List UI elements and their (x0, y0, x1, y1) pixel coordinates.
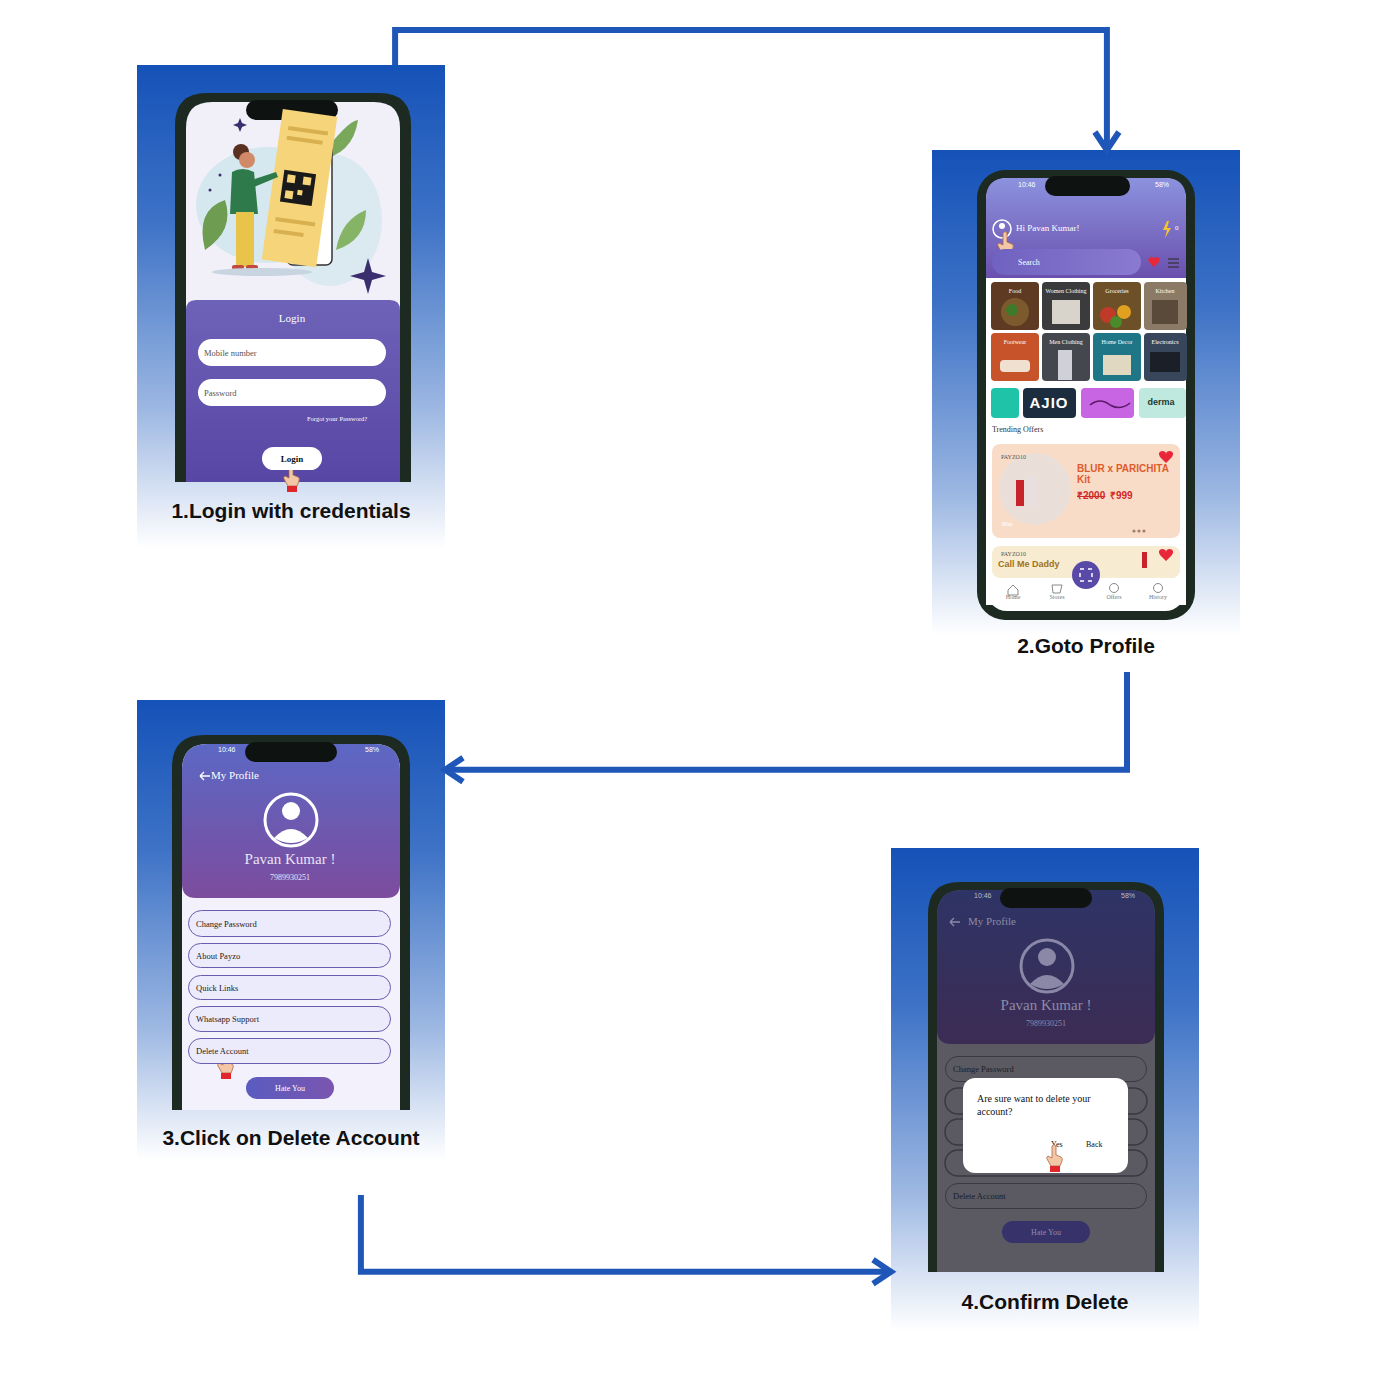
input-field: Password (198, 379, 386, 406)
screen-text: Pavan Kumar ! (245, 852, 336, 868)
button-text: Search (1018, 258, 1040, 267)
step-caption: 2.Goto Profile (932, 634, 1240, 658)
menu-item: Whatsapp Support (188, 1006, 391, 1032)
action-button: Hate You (1002, 1221, 1090, 1243)
button-text: About Payzo (196, 951, 240, 961)
input-field: Mobile number (198, 339, 386, 366)
screen-text: Electronics (1144, 339, 1186, 345)
screen-text: ₹999 (1110, 491, 1133, 502)
screen-text: Groceries (1094, 288, 1140, 294)
step-caption: 3.Click on Delete Account (137, 1126, 445, 1150)
dialog-button: Back (1086, 1140, 1102, 1150)
search-bar: Search (992, 249, 1141, 275)
screen-text: History (1149, 594, 1167, 600)
step-panel: 1.Login with credentials Mobile numberPas… (137, 65, 445, 585)
button-text: Hate You (1031, 1228, 1061, 1237)
screen-text: Hi Pavan Kumar! (1016, 224, 1079, 233)
menu-item: Delete Account (945, 1183, 1147, 1209)
flow-arrow (445, 672, 1127, 770)
screen-text: Footwear (992, 339, 1038, 345)
step-panel: 3.Click on Delete Account Change Password… (137, 700, 445, 1195)
step-caption: 1.Login with credentials (137, 499, 445, 523)
button-text: Whatsapp Support (196, 1014, 259, 1024)
screen-text: PAYZO10 (1001, 551, 1026, 557)
screen-text: derma (1147, 398, 1174, 407)
screen-text: Kitchen (1144, 288, 1186, 294)
button-text: Mobile number (204, 348, 257, 358)
button-text: Delete Account (953, 1191, 1006, 1201)
screen-text: Men Clothing (1043, 339, 1089, 345)
screen-text: Home Decor (1094, 339, 1140, 345)
menu-item: About Payzo (188, 943, 391, 968)
step-caption: 4.Confirm Delete (891, 1290, 1199, 1314)
dialog-message: Are sure want to delete your account? (977, 1092, 1117, 1118)
screen-text: Home (1006, 594, 1021, 600)
screen-text: 10:46 (974, 892, 992, 899)
screen-text: Trending Offers (992, 426, 1043, 434)
screen-text: 58% (365, 746, 379, 753)
screen-text: 7989930251 (1026, 1020, 1066, 1028)
screen-text: Call Me Daddy (998, 560, 1060, 569)
screen-text: PAYZO10 (1001, 454, 1026, 460)
screen-text: Stores (1050, 594, 1065, 600)
screen-text: 58% (1155, 181, 1169, 188)
screen-text: 10:46 (218, 746, 236, 753)
dialog-button: Yes (1051, 1140, 1063, 1150)
screen-text: Offers (1106, 594, 1121, 600)
menu-item: Delete Account (188, 1038, 391, 1064)
screen-text: Women Clothing (1043, 288, 1089, 294)
screen-text: Forgot your Password? (307, 416, 367, 423)
screen-text: 58% (1121, 892, 1135, 899)
screen-text: Pavan Kumar ! (1001, 998, 1092, 1014)
menu-item: Change Password (188, 910, 391, 937)
button-text: Quick Links (196, 983, 238, 993)
confirm-dialog: Are sure want to delete your account? Yes… (963, 1078, 1128, 1173)
screen-text: My Profile (968, 916, 1016, 928)
button-text: Login (281, 454, 304, 464)
step-panel: 4.Confirm Delete Change PasswordDelete Ac… (891, 848, 1199, 1368)
screen-text: AJIO (1029, 395, 1068, 411)
screen-text: Login (279, 313, 305, 325)
button-text: Hate You (275, 1084, 305, 1093)
screen-text: 10:46 (1018, 181, 1036, 188)
screen-text: Food (992, 288, 1038, 294)
step-panel: 2.Goto Profile Search (932, 150, 1240, 672)
login-button: Login (262, 447, 322, 470)
screen-text: 7989930251 (270, 874, 310, 882)
menu-item: Quick Links (188, 975, 391, 1000)
button-text: Change Password (953, 1064, 1014, 1074)
screen-text: My Profile (211, 770, 259, 782)
button-text: Change Password (196, 919, 257, 929)
screen-text: BLUR x PARICHITA Kit (1077, 464, 1177, 485)
button-text: Delete Account (196, 1046, 249, 1056)
flow-arrow (395, 30, 1107, 150)
flow-arrow (361, 1195, 891, 1272)
screen-text: Blur (1002, 521, 1013, 527)
button-text: Password (204, 388, 237, 398)
screen-text: ₹2000 (1077, 491, 1105, 502)
action-button: Hate You (246, 1077, 334, 1099)
screen-text: 0 (1175, 225, 1179, 232)
